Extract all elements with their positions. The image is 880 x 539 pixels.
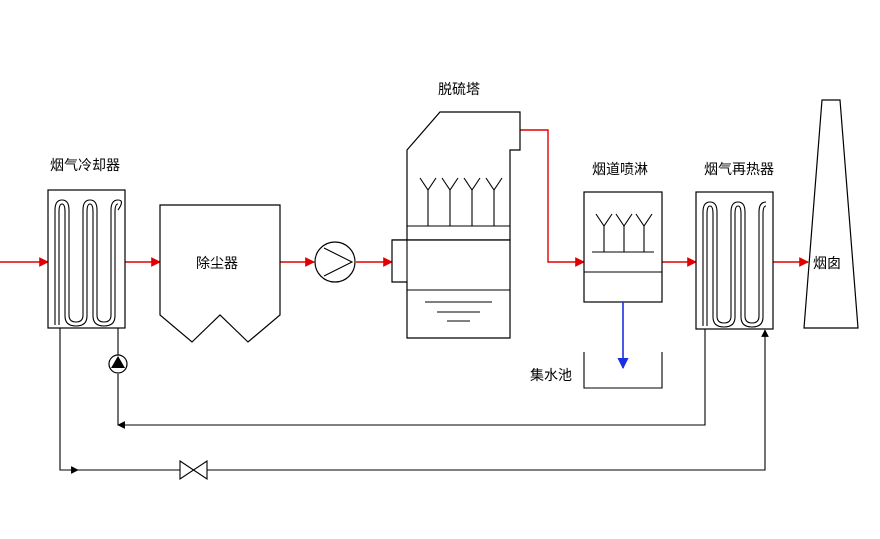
desulfurization-tower	[391, 111, 521, 339]
flue-spray	[583, 191, 663, 303]
valve-icon	[179, 459, 208, 481]
water-pump-icon	[108, 354, 128, 374]
flue-gas-cooler-label: 烟气冷却器	[50, 158, 120, 174]
flue-gas-reheater-label: 烟气再热器	[704, 162, 774, 178]
water-collection-pool-label: 集水池	[530, 367, 572, 384]
flue-gas-cooler	[47, 189, 126, 329]
flue-line-tower-to-spray	[520, 129, 585, 267]
dust-collector-label: 除尘器	[196, 256, 238, 272]
water-collection-pool	[583, 352, 663, 389]
chimney-label: 烟囱	[813, 256, 841, 272]
return-water-line	[117, 329, 706, 426]
flue-spray-label: 烟道喷淋	[592, 162, 648, 178]
fan-icon	[314, 241, 356, 283]
flue-gas-reheater	[695, 191, 774, 330]
chimney	[803, 99, 859, 329]
spray-nozzle-icon	[419, 177, 503, 226]
bypass-water-line	[59, 328, 180, 471]
dust-collector	[159, 204, 281, 343]
desulfurization-tower-label: 脱硫塔	[438, 82, 480, 98]
bypass-water-line-right	[207, 329, 769, 471]
spray-nozzle-icon	[595, 213, 653, 252]
